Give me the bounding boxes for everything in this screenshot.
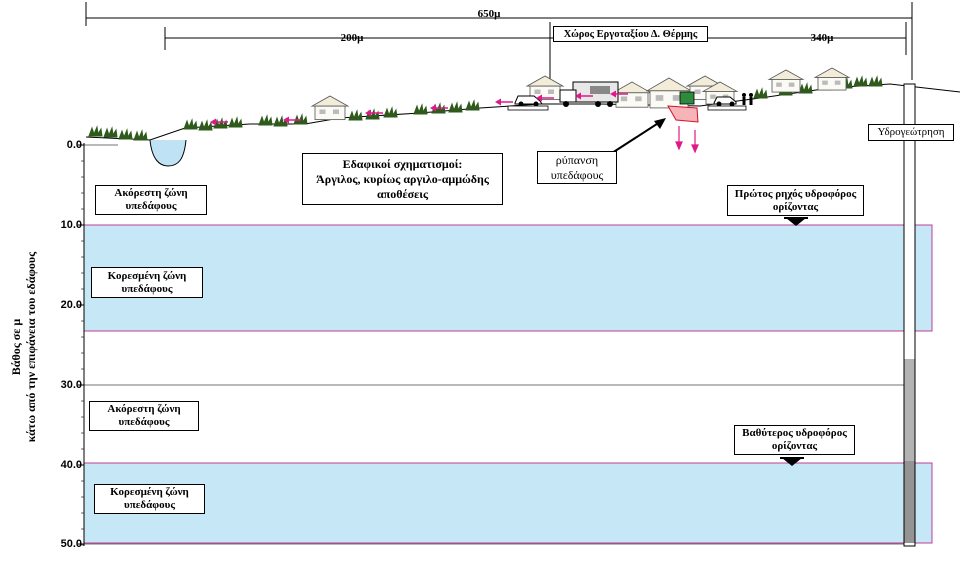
vegetation-tuft (198, 119, 213, 131)
unsat-zone-2-line1: Ακόρεστη ζώνη (107, 403, 181, 415)
depth-axis-label-line1: Βάθος σε μ (9, 318, 23, 376)
vegetation-tuft (798, 82, 813, 94)
depth-axis (78, 143, 85, 546)
depth-tick-40: 40.0 (60, 459, 82, 471)
borehole-icon (903, 83, 916, 547)
deep-aquifer-line2: ορίζοντας (771, 440, 818, 452)
vegetation-tuft (258, 114, 273, 126)
left-distance-label: 200μ (340, 32, 364, 44)
pollution-label-line2: υπεδάφους (550, 167, 604, 182)
shallow-aquifer-line1: Πρώτος ρηχός υδροφόρος (734, 187, 857, 200)
deep-aquifer-box: Βαθύτερος υδροφόρος ορίζοντας (734, 425, 855, 455)
depth-tick-20: 20.0 (60, 299, 82, 311)
deep-aquifer-band (83, 462, 933, 544)
pollution-label-box: ρύπανση υπεδάφους (537, 151, 617, 184)
water-pond-icon (149, 139, 187, 167)
flow-arrow-left (610, 90, 628, 98)
unsaturated-zone-2-box: Ακόρεστη ζώνη υπεδάφους (89, 401, 199, 431)
flow-arrow-left (430, 104, 448, 112)
site-title-label: Χώρος Εργοταξίου Δ. Θέρμης (563, 28, 698, 40)
site-container (679, 91, 695, 105)
deep-aquifer-line1: Βαθύτερος υδροφόρος (742, 427, 847, 439)
site-title-box: Χώρος Εργοταξίου Δ. Θέρμης (553, 26, 708, 42)
vegetation-tree-icon (88, 75, 883, 141)
house-icon (525, 75, 565, 101)
vegetation-tuft (383, 106, 398, 118)
water-level-icon-shallow (784, 217, 808, 226)
vegetation-tuft (183, 118, 198, 130)
depth-tick-30: 30.0 (60, 379, 82, 391)
flow-arrow-left (495, 98, 513, 106)
vegetation-tuft (103, 126, 118, 138)
unsat-zone-2-line2: υπεδάφους (118, 416, 170, 428)
sat-zone-1-line1: Κορεσμένη ζώνη (107, 269, 187, 282)
vegetation-tuft (465, 99, 480, 111)
vegetation-tuft (868, 75, 883, 87)
saturated-zone-1-box: Κορεσμένη ζώνη υπεδάφους (91, 267, 203, 298)
pollution-down-arrows (675, 126, 699, 154)
vegetation-tuft (133, 129, 148, 141)
unsat-zone-1-line2: υπεδάφους (125, 200, 177, 212)
soil-line-3: αποθέσεις (376, 186, 429, 201)
vegetation-tuft (853, 75, 868, 87)
dimension-line-segments (164, 22, 907, 90)
shallow-aquifer-line2: ορίζοντας (772, 200, 819, 213)
sat-zone-2-line2: υπεδάφους (124, 499, 175, 511)
house-icon (310, 95, 350, 121)
depth-axis-label-line2: κάτω από την επιφάνεια του εδάφους (24, 251, 38, 443)
vegetation-tuft (228, 116, 243, 128)
total-distance-label: 650μ (477, 8, 501, 20)
vegetation-tuft (273, 115, 288, 127)
depth-axis-label: Βάθος σε μ κάτω από την επιφάνεια του εδ… (9, 197, 39, 497)
car-icon (507, 95, 549, 111)
house-icon (767, 69, 805, 93)
depth-minor-ticks (81, 144, 84, 546)
flow-arrow-left (575, 92, 593, 100)
saturated-zone-2-box: Κορεσμένη ζώνη υπεδάφους (94, 484, 205, 514)
house-icon (645, 77, 693, 109)
houses (310, 67, 851, 121)
house-icon (611, 81, 653, 108)
ground-surface (85, 83, 961, 141)
vegetation-tuft (88, 125, 103, 137)
soil-title: Εδαφικοί σχηματισμοί: (342, 156, 463, 171)
house-icon (813, 67, 851, 91)
pollution-pointer-arrow (611, 118, 666, 154)
depth-tick-10: 10.0 (60, 219, 82, 231)
borehole-label: Υδρογεώτρηση (877, 126, 945, 138)
unsat-zone-1-line1: Ακόρεστη ζώνη (114, 187, 188, 199)
pollution-label-line1: ρύπανση (555, 152, 599, 167)
vegetation-tuft (753, 87, 768, 99)
soil-formations-box: Εδαφικοί σχηματισμοί: Άργιλος, κυρίως αρ… (302, 153, 503, 205)
flow-arrow-left (210, 118, 228, 126)
shallow-aquifer-band (83, 224, 933, 332)
vegetation-tuft (118, 128, 133, 140)
vegetation-tuft (413, 103, 428, 115)
truck-icon (559, 81, 619, 107)
vegetation-tuft (348, 109, 363, 121)
water-level-icon-deep (780, 457, 804, 466)
depth-tick-50: 50.0 (60, 538, 82, 550)
sat-zone-2-line1: Κορεσμένη ζώνη (110, 486, 189, 498)
sat-zone-1-line2: υπεδάφους (121, 282, 173, 295)
surface-flow-arrows (210, 90, 628, 126)
right-distance-label: 340μ (810, 32, 834, 44)
borehole-label-box: Υδρογεώτρηση (868, 124, 954, 141)
car-icon-2 (707, 96, 747, 111)
depth-tick-0: 0.0 (66, 139, 82, 151)
flow-arrow-left (536, 94, 554, 102)
shallow-aquifer-box: Πρώτος ρηχός υδροφόρος ορίζοντας (727, 185, 864, 216)
flow-arrow-left (283, 116, 301, 124)
flow-arrow-left (365, 109, 383, 117)
pollution-plume (667, 105, 699, 123)
dimension-line-total (85, 2, 913, 80)
vegetation-tuft (448, 101, 463, 113)
soil-line-2: Άργιλος, κυρίως αργιλο-αμμώδης (316, 171, 489, 186)
unsaturated-zone-1-box: Ακόρεστη ζώνη υπεδάφους (95, 185, 207, 215)
person-icon (742, 93, 753, 105)
